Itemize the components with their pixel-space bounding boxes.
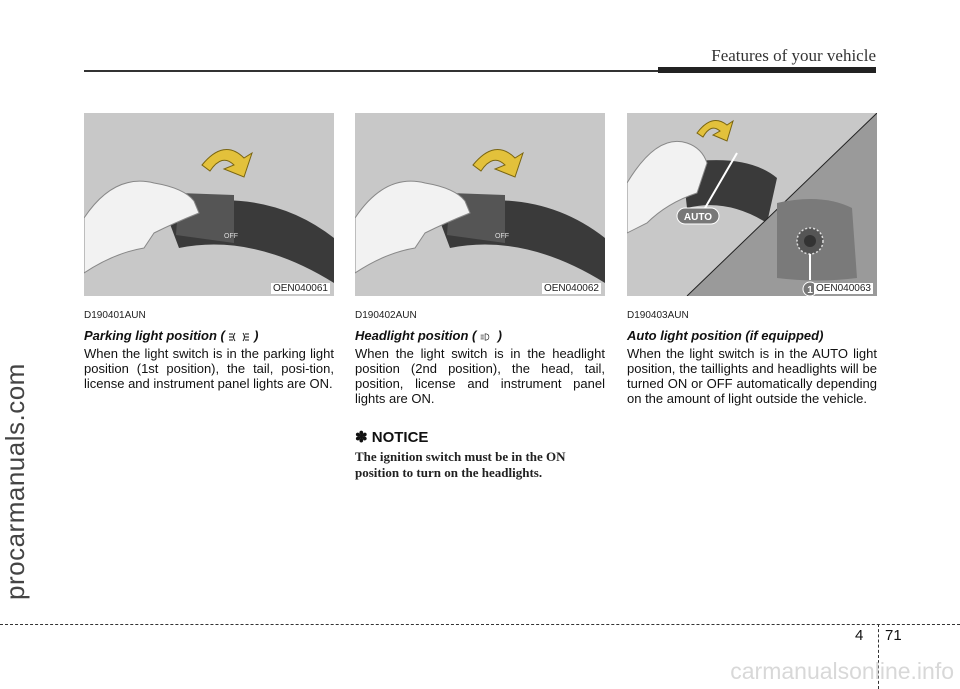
- light-switch-illustration: OFF: [355, 113, 605, 296]
- footer-rule: [0, 624, 960, 625]
- footer-divider: [878, 624, 879, 689]
- figure-caption: OEN040061: [270, 283, 330, 294]
- switch-off-label: OFF: [495, 233, 509, 240]
- page-header-title: Features of your vehicle: [711, 46, 876, 65]
- auto-callout-label: AUTO: [684, 212, 712, 223]
- figure-parking-light: OFF OEN040061: [84, 113, 334, 296]
- header-rule-accent: [658, 67, 876, 73]
- section-headlight: OFF OEN040062 D190402AUN Headlight posit…: [355, 113, 605, 481]
- section-code: D190402AUN: [355, 310, 417, 321]
- section-heading: Parking light position ( ): [84, 328, 259, 343]
- section-auto-light: AUTO 1 OEN040063 D190403AUN Auto light p…: [627, 113, 877, 406]
- section-code: D190403AUN: [627, 310, 689, 321]
- parking-light-icon: [229, 332, 250, 341]
- section-body: When the light switch is in the AUTO lig…: [627, 346, 877, 406]
- figure-caption: OEN040062: [541, 283, 601, 294]
- section-heading: Auto light position (if equipped): [627, 328, 824, 343]
- notice-title: ✽ NOTICE: [355, 429, 429, 446]
- figure-auto-light: AUTO 1 OEN040063: [627, 113, 877, 296]
- auto-light-illustration: AUTO 1: [627, 113, 877, 296]
- bottom-watermark: carmanualsonline.info: [730, 658, 954, 684]
- callout-number: 1: [807, 285, 813, 296]
- headlight-icon: [480, 333, 490, 341]
- figure-headlight: OFF OEN040062: [355, 113, 605, 296]
- section-heading: Headlight position ( ): [355, 328, 502, 343]
- section-body: When the light switch is in the parking …: [84, 346, 334, 391]
- header-rule: [84, 70, 876, 72]
- notice-text: The ignition switch must be in the ON po…: [355, 449, 566, 480]
- light-switch-illustration: OFF: [84, 113, 334, 296]
- page-number: 71: [885, 627, 902, 644]
- figure-caption: OEN040063: [813, 283, 873, 294]
- section-code: D190401AUN: [84, 310, 146, 321]
- chapter-number: 4: [855, 627, 864, 644]
- switch-off-label: OFF: [224, 233, 238, 240]
- section-body: When the light switch is in the headligh…: [355, 346, 605, 406]
- section-parking-light: OFF OEN040061 D190401AUN Parking light p…: [84, 113, 334, 391]
- side-watermark: procarmanuals.com: [0, 363, 30, 600]
